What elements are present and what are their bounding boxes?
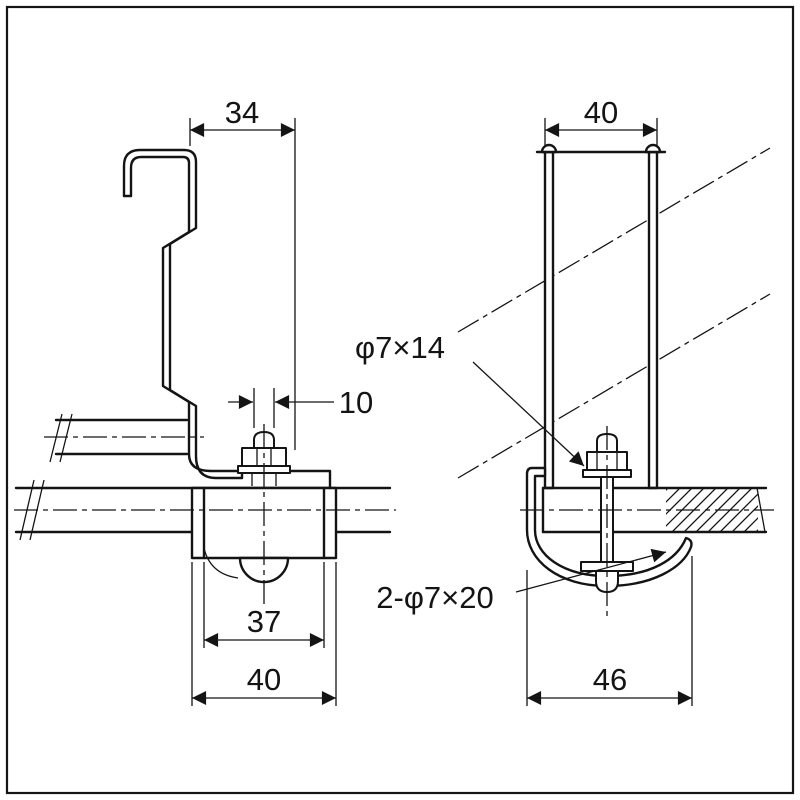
clamp-lower-boss bbox=[238, 556, 290, 584]
dim-text-40-left: 40 bbox=[247, 662, 281, 697]
clamp-jaw-arc bbox=[203, 547, 239, 579]
dim-text-37: 37 bbox=[247, 604, 281, 639]
leader-bolt-spec bbox=[472, 361, 585, 467]
channel-lip-left bbox=[540, 143, 558, 154]
dim-left-top-width: 34 bbox=[189, 95, 296, 450]
label-hole-spec: 2-φ7×20 bbox=[376, 580, 494, 615]
bracket-profile bbox=[122, 148, 244, 480]
dim-text-40-right: 40 bbox=[584, 95, 618, 130]
centerlines bbox=[14, 424, 774, 620]
sheet-border bbox=[5, 5, 795, 795]
dim-text-10: 10 bbox=[339, 385, 373, 420]
dim-left-slot-width: 10 bbox=[228, 385, 373, 428]
callouts: φ7×14 2-φ7×20 bbox=[355, 330, 667, 615]
dim-right-hook-width: 46 bbox=[526, 556, 693, 706]
right-view bbox=[457, 143, 771, 593]
channel-lip-right bbox=[644, 143, 662, 154]
hook-clamp bbox=[525, 466, 693, 588]
break-mark bbox=[49, 413, 63, 463]
label-bolt-spec: φ7×14 bbox=[355, 330, 445, 365]
phantom-diagonal-lines bbox=[457, 147, 771, 479]
leader-hole-spec bbox=[515, 548, 667, 593]
clamp-body bbox=[190, 469, 338, 584]
dimensions: 34 10 37 40 40 bbox=[189, 95, 693, 706]
dim-right-channel-width: 40 bbox=[544, 95, 658, 146]
dim-left-inner-width: 37 bbox=[203, 562, 325, 648]
dim-text-46: 46 bbox=[593, 662, 627, 697]
break-mark bbox=[59, 413, 73, 463]
dim-text-34: 34 bbox=[225, 95, 259, 130]
callout-hole-spec: 2-φ7×20 bbox=[376, 548, 667, 615]
dim-left-outer-width: 40 bbox=[191, 562, 337, 706]
callout-bolt-spec: φ7×14 bbox=[355, 330, 585, 467]
upper-rail bbox=[49, 413, 189, 463]
left-view bbox=[14, 148, 392, 584]
